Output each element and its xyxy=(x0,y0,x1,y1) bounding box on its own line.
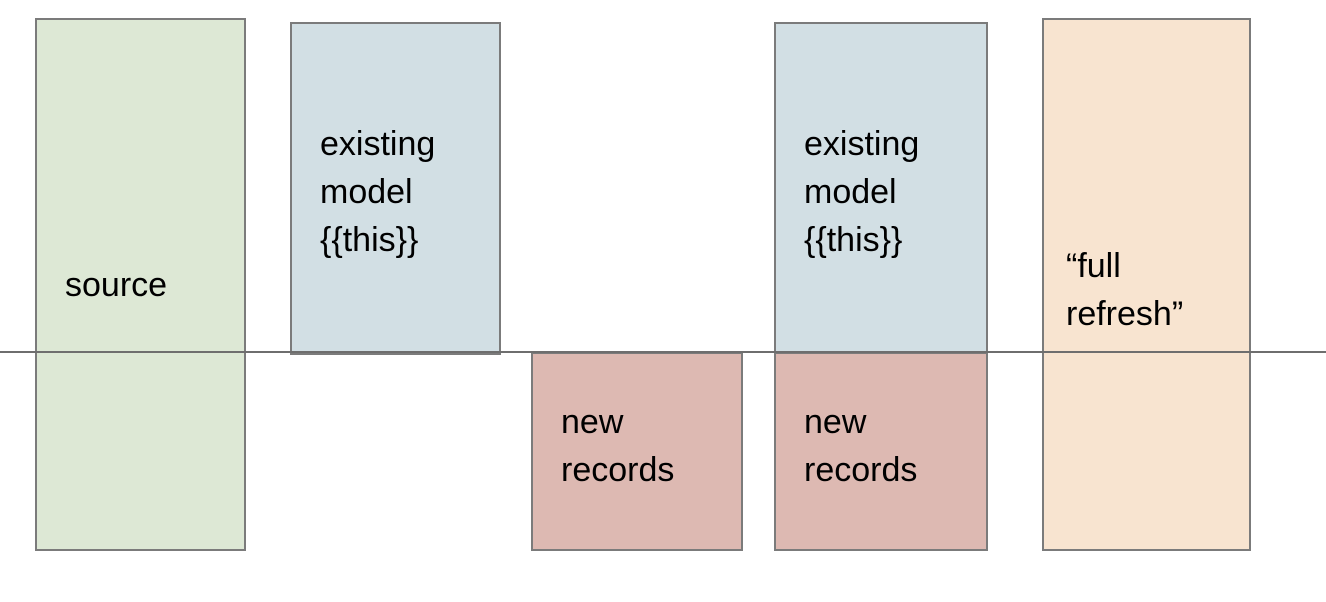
block-source-label: source xyxy=(65,265,168,304)
baseline-divider xyxy=(0,351,1326,353)
block-new-records-2[interactable]: new records xyxy=(774,352,988,551)
block-full-refresh-label: “full refresh” xyxy=(1066,247,1184,333)
block-new-records-1[interactable]: new records xyxy=(531,352,743,551)
block-existing-model-2-label: existing model {{this}} xyxy=(804,125,920,259)
block-new-records-2-label: new records xyxy=(804,403,918,489)
block-existing-model-2[interactable]: existing model {{this}} xyxy=(774,22,988,355)
block-existing-model-1-label: existing model {{this}} xyxy=(320,125,436,259)
block-new-records-1-label: new records xyxy=(561,403,675,489)
block-full-refresh[interactable]: “full refresh” xyxy=(1042,18,1251,551)
block-source[interactable]: source xyxy=(35,18,246,551)
block-existing-model-1[interactable]: existing model {{this}} xyxy=(290,22,501,355)
